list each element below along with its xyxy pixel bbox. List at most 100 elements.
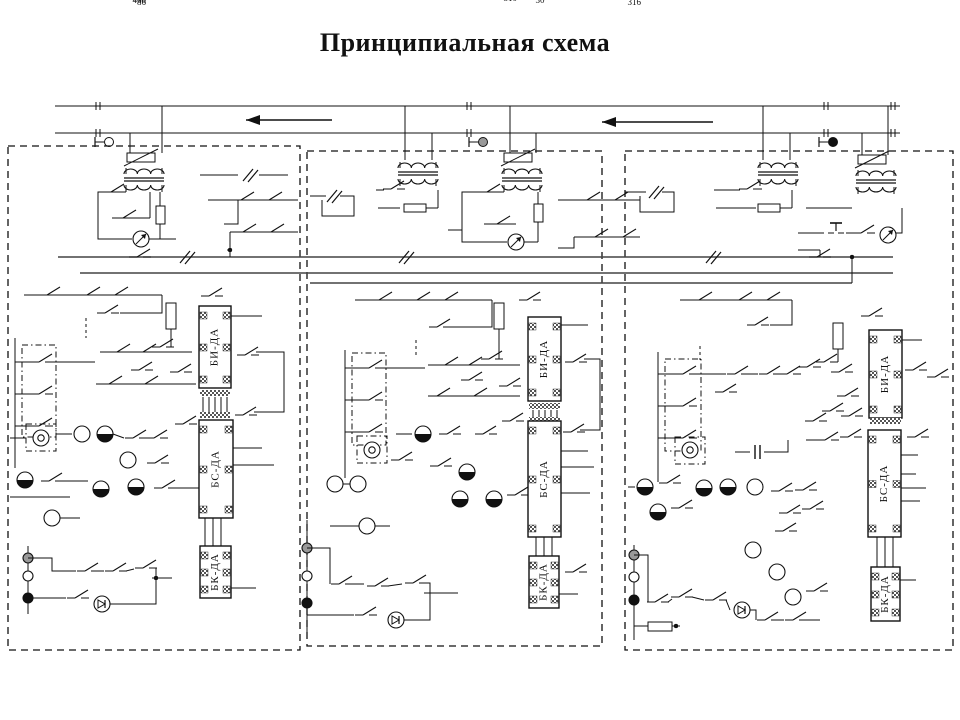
- schematic-label: 87: [559, 0, 569, 2]
- schematic-label: 197: [159, 0, 173, 2]
- contact-icon: [823, 353, 838, 363]
- schematic-label: 826: [349, 0, 363, 2]
- resistor-icon: [757, 203, 781, 213]
- schematic-label: 852: [403, 0, 417, 2]
- schematic-label: 101: [501, 0, 515, 2]
- impulse-relay-icon: [141, 234, 146, 239]
- schematic-label: 701: [284, 0, 298, 2]
- schematic-label: 812: [495, 0, 509, 2]
- schematic-label: 838: [311, 0, 325, 2]
- contact-icon: [48, 472, 63, 482]
- schematic-label: 526: [287, 0, 301, 2]
- wire-line: [580, 358, 601, 431]
- transformer-icon: [397, 162, 439, 169]
- schematic-label: 461: [590, 0, 604, 2]
- schematic-label: 760: [493, 0, 507, 2]
- contact-icon: [144, 375, 159, 385]
- block-terminal: [222, 568, 231, 577]
- block-terminal: [869, 370, 878, 379]
- schematic-label: 830: [191, 0, 205, 2]
- contact-icon: [110, 183, 125, 193]
- contact-icon: [666, 474, 681, 484]
- contact-icon: [868, 307, 883, 317]
- schematic-label: 371: [356, 0, 370, 2]
- transformer-icon: [757, 162, 799, 169]
- block-terminal: [528, 355, 537, 364]
- schematic-label: 570: [558, 0, 572, 2]
- block-terminal: [550, 595, 559, 604]
- contact-icon: [468, 371, 483, 381]
- schematic-label: 905: [470, 0, 484, 2]
- schematic-label: 402: [234, 0, 248, 2]
- contact-icon: [934, 368, 949, 378]
- schematic-label: 652: [178, 0, 192, 2]
- contact-icon: [473, 387, 488, 397]
- contact-icon: [436, 387, 451, 397]
- schematic-label: 368: [420, 0, 434, 2]
- schematic-label: 681: [426, 0, 440, 2]
- block-terminal: [528, 475, 537, 484]
- schematic-label: 686: [627, 0, 641, 2]
- schematic-label: 84: [314, 0, 324, 2]
- schematic-label: 160: [450, 0, 464, 2]
- block-terminal: [199, 465, 208, 474]
- signal-lamp-icon: [301, 570, 313, 582]
- hatch-band: [529, 403, 560, 409]
- signal-lamp-icon: [301, 597, 313, 609]
- tilted-contact-icon: [184, 251, 196, 265]
- schematic-label: 144: [340, 0, 354, 2]
- contact-icon: [792, 611, 807, 621]
- contact-icon: [514, 486, 529, 496]
- schematic-label: 919: [574, 0, 588, 2]
- block-label: БИ-ДА: [879, 355, 891, 393]
- schematic-label: 581: [348, 0, 362, 2]
- dashed-enclosure: [306, 150, 603, 647]
- schematic-label: 174: [575, 0, 589, 2]
- wire-line: [691, 596, 705, 601]
- contact-icon: [38, 385, 53, 395]
- contact-icon: [444, 356, 459, 366]
- contact-icon: [268, 191, 283, 201]
- schematic-label: 832: [399, 0, 413, 2]
- page-title: Принципиальная схема: [319, 28, 611, 57]
- schematic-label: 38: [418, 0, 428, 2]
- tilted-contact-icon: [179, 250, 191, 264]
- block-label: БК-ДА: [209, 553, 221, 591]
- schematic-label: 521: [233, 0, 247, 2]
- contact-icon: [416, 291, 431, 301]
- schematic-label: 287: [105, 0, 119, 2]
- contact-icon: [242, 406, 257, 416]
- schematic-label: 208: [284, 0, 298, 2]
- schematic-label: 334: [465, 0, 479, 2]
- schematic-label: 89: [285, 0, 295, 2]
- contact-icon: [482, 425, 497, 435]
- contact-icon: [766, 365, 781, 375]
- schematic-label: 899: [243, 0, 257, 2]
- contact-icon: [746, 180, 761, 190]
- schematic-label: 25: [461, 0, 471, 2]
- signal-head-icon: [104, 137, 114, 147]
- block-terminal: [200, 568, 209, 577]
- relay-lamp-icon: [746, 478, 764, 496]
- schematic-label: 447: [288, 0, 302, 2]
- schematic-label: 703: [458, 0, 472, 2]
- schematic-label: 419: [288, 0, 302, 2]
- wire-line: [558, 237, 575, 249]
- wire-line: [770, 300, 793, 326]
- schematic-label: 147: [372, 0, 386, 2]
- block-terminal: [891, 608, 900, 617]
- schematic-label: 465: [451, 0, 465, 2]
- wire-line: [112, 433, 125, 439]
- block-terminal: [868, 435, 877, 444]
- schematic-label: 775: [555, 0, 569, 2]
- contact-icon: [570, 423, 585, 433]
- contact-icon: [104, 304, 119, 314]
- schematic-label: 180: [242, 0, 256, 2]
- contact-icon: [786, 365, 801, 375]
- schematic-label: 508: [372, 0, 386, 2]
- schematic-label: 252: [219, 0, 233, 2]
- schematic-label: 484: [421, 0, 435, 2]
- hatch-band: [200, 412, 230, 418]
- block-label: БС-ДА: [538, 460, 550, 498]
